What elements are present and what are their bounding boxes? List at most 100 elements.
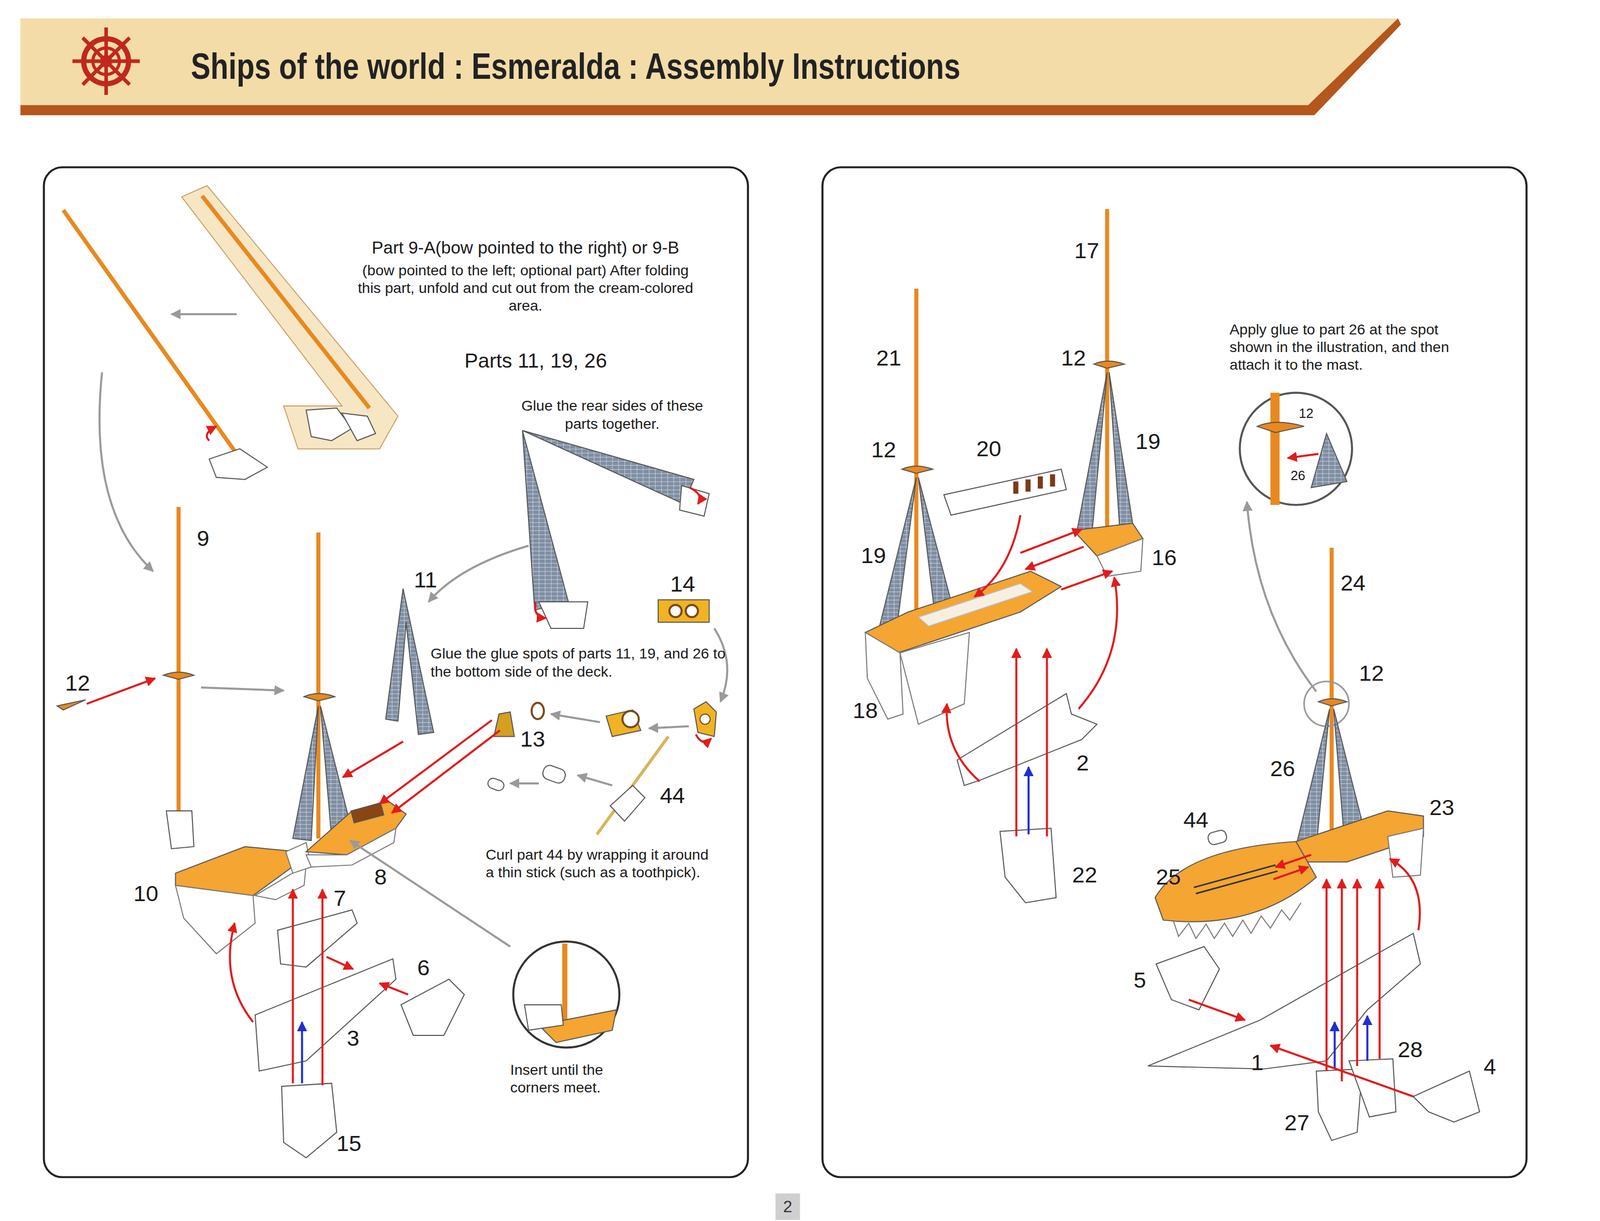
callout-number: 4 bbox=[1483, 1053, 1496, 1081]
assembly-arrow bbox=[1366, 1016, 1369, 1062]
callout-number: 18 bbox=[852, 697, 878, 725]
callout-number: Parts 11, 19, 26 bbox=[464, 349, 608, 374]
part-drawing bbox=[658, 600, 709, 623]
part-drawing bbox=[202, 196, 370, 409]
part-drawing bbox=[679, 485, 709, 517]
part-drawing bbox=[522, 430, 694, 505]
assembly-arrow bbox=[946, 704, 980, 783]
part-drawing bbox=[943, 469, 1067, 516]
instruction-note: (bow pointed to the left; optional part)… bbox=[357, 261, 694, 315]
assembly-arrow bbox=[321, 889, 324, 1087]
part-drawing bbox=[303, 693, 335, 702]
assembly-arrow bbox=[1020, 529, 1082, 553]
part-drawing bbox=[1093, 360, 1125, 369]
assembly-arrow bbox=[99, 372, 153, 572]
part-drawing bbox=[293, 705, 319, 841]
assembly-arrow bbox=[510, 782, 539, 785]
part-drawing bbox=[1239, 392, 1352, 505]
part-drawing bbox=[999, 828, 1056, 904]
part-drawing bbox=[596, 736, 669, 835]
ship-wheel-icon bbox=[72, 27, 141, 95]
part-drawing bbox=[610, 785, 646, 822]
callout-number: 9 bbox=[196, 525, 210, 553]
part-drawing bbox=[341, 413, 376, 441]
callout-number: 14 bbox=[670, 571, 695, 598]
assembly-arrow bbox=[1378, 879, 1381, 1060]
instruction-note: Apply glue to part 26 at the spot shown … bbox=[1229, 320, 1460, 374]
header-band bbox=[20, 18, 1401, 116]
part-drawing bbox=[522, 430, 569, 610]
assembly-arrow bbox=[1275, 855, 1312, 868]
part-drawing bbox=[531, 703, 545, 720]
part-drawing bbox=[385, 588, 434, 735]
callout-number: 24 bbox=[1340, 569, 1366, 597]
panel-frame bbox=[44, 167, 749, 1178]
part-drawing bbox=[914, 288, 919, 616]
page-number: 2 bbox=[783, 1198, 793, 1217]
part-drawing bbox=[1050, 474, 1056, 488]
assembly-arrow bbox=[1340, 879, 1343, 1082]
assembly-arrow bbox=[1188, 999, 1245, 1021]
assembly-arrow bbox=[171, 313, 238, 316]
assembly-arrow bbox=[1356, 879, 1359, 1067]
part-drawing bbox=[1296, 708, 1330, 847]
callout-number: 28 bbox=[1397, 1036, 1423, 1064]
callout-number: 19 bbox=[860, 542, 886, 570]
callout-number: 2 bbox=[1076, 749, 1089, 777]
callout-number: 27 bbox=[1284, 1109, 1310, 1137]
callout-number: 1 bbox=[1250, 1049, 1264, 1077]
callout-number: 17 bbox=[1074, 237, 1099, 265]
assembly-arrow bbox=[326, 956, 354, 970]
assembly-arrow bbox=[577, 775, 613, 786]
callout-number: 12 bbox=[1298, 405, 1314, 422]
assembly-arrow bbox=[1046, 648, 1049, 837]
part-drawing bbox=[1155, 841, 1317, 923]
part-drawing bbox=[538, 602, 588, 629]
part-drawing bbox=[562, 943, 568, 1031]
instruction-note: Curl part 44 by wrapping it around a thi… bbox=[485, 845, 711, 882]
assembly-arrow bbox=[201, 687, 284, 691]
part-drawing bbox=[1311, 433, 1347, 488]
part-drawing bbox=[277, 910, 357, 968]
callout-number: 21 bbox=[876, 344, 902, 372]
part-drawing bbox=[685, 605, 699, 618]
part-drawing bbox=[181, 185, 398, 450]
assembly-arrow bbox=[689, 487, 700, 504]
part-drawing bbox=[1013, 481, 1019, 495]
callout-number: 16 bbox=[1151, 544, 1177, 572]
part-drawing bbox=[1206, 829, 1228, 846]
part-drawing bbox=[669, 605, 683, 618]
callout-number: 6 bbox=[416, 954, 430, 982]
assembly-arrow bbox=[535, 602, 547, 619]
part-drawing bbox=[1109, 372, 1135, 539]
part-drawing bbox=[57, 185, 1480, 1221]
assembly-arrow bbox=[1015, 648, 1018, 837]
part-drawing bbox=[918, 583, 1033, 627]
callout-number: 11 bbox=[413, 567, 438, 595]
part-drawing bbox=[899, 632, 970, 725]
part-drawing bbox=[1270, 392, 1280, 505]
part-drawing bbox=[316, 532, 321, 839]
assembly-arrow bbox=[1061, 571, 1112, 590]
part-drawing bbox=[513, 941, 620, 1049]
page-title: Ships of the world : Esmeralda : Assembl… bbox=[190, 45, 961, 88]
assembly-arrow bbox=[1389, 859, 1421, 931]
assembly-arrow bbox=[206, 426, 217, 441]
part-drawing bbox=[163, 672, 194, 680]
panel-frame bbox=[822, 167, 1527, 1178]
assembly-arrow bbox=[714, 628, 728, 703]
part-drawing bbox=[693, 702, 717, 737]
assembly-arrow bbox=[86, 678, 156, 704]
part-drawing bbox=[1076, 372, 1108, 535]
part-drawing bbox=[1156, 947, 1220, 1011]
assembly-arrow bbox=[291, 889, 295, 1084]
part-drawing bbox=[901, 466, 933, 474]
part-drawing bbox=[540, 763, 567, 786]
panel-frame bbox=[44, 167, 1527, 1178]
part-drawing bbox=[1096, 538, 1144, 577]
part-drawing bbox=[775, 1193, 800, 1221]
callout-number: 7 bbox=[333, 885, 346, 913]
assembly-arrow bbox=[1333, 1022, 1336, 1070]
